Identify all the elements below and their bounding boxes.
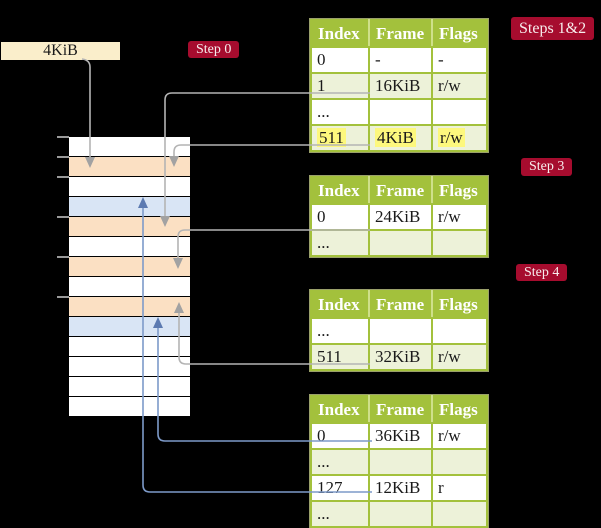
memory-frame-row-52kib xyxy=(69,397,190,416)
memory-frame-row-4kib xyxy=(69,157,190,176)
memory-frame-row-20kib xyxy=(69,237,190,256)
cell-frame: 12KiB xyxy=(368,474,433,502)
address-tick xyxy=(57,136,69,138)
memory-frame-row-44kib xyxy=(69,357,190,376)
cell-index: ... xyxy=(310,500,370,528)
cell-index: ... xyxy=(310,98,370,126)
memory-frame-row-8kib xyxy=(69,177,190,196)
physical-memory-stack xyxy=(69,137,190,417)
cell-frame: - xyxy=(368,46,433,74)
address-tick xyxy=(57,256,69,258)
memory-frame-row-40kib xyxy=(69,337,190,356)
table-row: ... xyxy=(310,98,488,126)
steps-1-2-label: Steps 1&2 xyxy=(511,17,595,40)
cell-flags xyxy=(431,317,488,345)
cell-index: ... xyxy=(310,229,370,257)
table-row: ... xyxy=(310,500,488,528)
step-0-label: Step 0 xyxy=(188,41,240,58)
memory-frame-row-48kib xyxy=(69,377,190,396)
cell-index: 0 xyxy=(310,46,370,74)
cell-flags: r/w xyxy=(431,203,488,231)
frame-size-box: 4KiB xyxy=(1,42,120,60)
cell-flags xyxy=(431,98,488,126)
cell-frame xyxy=(368,229,433,257)
address-tick xyxy=(57,216,69,218)
column-header-flags: Flags xyxy=(431,395,488,424)
column-header-flags: Flags xyxy=(431,19,488,48)
step-3-label: Step 3 xyxy=(521,158,573,176)
memory-frame-row-36kib xyxy=(69,317,190,336)
cell-index: ... xyxy=(310,317,370,345)
cell-frame: 16KiB xyxy=(368,72,433,100)
table-row: 0-- xyxy=(310,46,488,74)
address-tick xyxy=(57,176,69,178)
cell-flags: r/w xyxy=(431,422,488,450)
cell-index: 1 xyxy=(310,72,370,100)
memory-frame-row-12kib xyxy=(69,197,190,216)
table-row: 511 4KiB r/w xyxy=(310,124,488,152)
column-header-index: Index xyxy=(310,176,370,205)
cell-flags: r xyxy=(431,474,488,502)
column-header-flags: Flags xyxy=(431,176,488,205)
column-header-index: Index xyxy=(310,19,370,48)
memory-frame-row-32kib xyxy=(69,297,190,316)
table-row: ... xyxy=(310,448,488,476)
cell-flags xyxy=(431,229,488,257)
cell-frame: 4KiB xyxy=(368,124,433,152)
address-tick xyxy=(57,296,69,298)
memory-frame-row-24kib xyxy=(69,257,190,276)
column-header-frame: Frame xyxy=(368,395,433,424)
highlighted-value: 4KiB xyxy=(375,128,416,147)
table-row: ... xyxy=(310,317,488,345)
step-4-label: Step 4 xyxy=(516,264,568,281)
cell-index: 511 xyxy=(310,343,370,371)
cell-frame xyxy=(368,98,433,126)
cell-index: 0 xyxy=(310,203,370,231)
address-tick xyxy=(57,156,69,158)
cell-flags xyxy=(431,448,488,476)
cell-index: 511 xyxy=(310,124,370,152)
column-header-flags: Flags xyxy=(431,290,488,319)
column-header-frame: Frame xyxy=(368,19,433,48)
cell-index: 127 xyxy=(310,474,370,502)
table-row: ... xyxy=(310,229,488,257)
column-header-index: Index xyxy=(310,290,370,319)
highlighted-value: 511 xyxy=(317,128,346,147)
column-header-index: Index xyxy=(310,395,370,424)
column-header-frame: Frame xyxy=(368,176,433,205)
memory-frame-row-28kib xyxy=(69,277,190,296)
memory-frame-row-16kib xyxy=(69,217,190,236)
cell-index: ... xyxy=(310,448,370,476)
cell-flags: r/w xyxy=(431,124,488,152)
cell-frame: 36KiB xyxy=(368,422,433,450)
cell-flags: r/w xyxy=(431,72,488,100)
highlighted-value: r/w xyxy=(438,128,465,147)
cell-index: 0 xyxy=(310,422,370,450)
cell-flags xyxy=(431,500,488,528)
cell-frame xyxy=(368,448,433,476)
cell-flags: r/w xyxy=(431,343,488,371)
cell-frame xyxy=(368,500,433,528)
cell-frame: 24KiB xyxy=(368,203,433,231)
cell-frame: 32KiB xyxy=(368,343,433,371)
column-header-frame: Frame xyxy=(368,290,433,319)
cell-flags: - xyxy=(431,46,488,74)
cell-frame xyxy=(368,317,433,345)
memory-frame-row-0kib xyxy=(69,137,190,156)
